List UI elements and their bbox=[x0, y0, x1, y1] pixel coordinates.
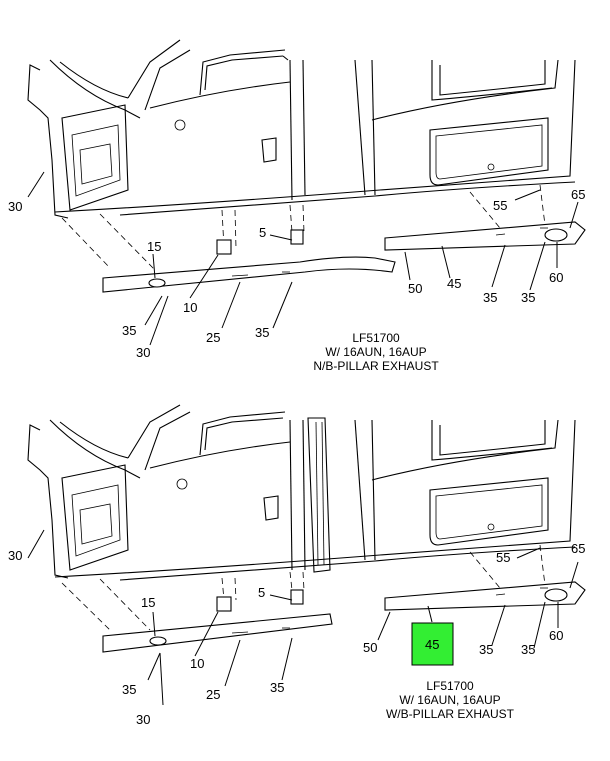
callout-50: 50 bbox=[363, 640, 377, 655]
rocker-trim-right-bottom bbox=[384, 581, 586, 611]
callout-35: 35 bbox=[521, 290, 535, 305]
caption-line: N/B-PILLAR EXHAUST bbox=[313, 359, 439, 373]
callout-25: 25 bbox=[206, 687, 220, 702]
callout-35: 35 bbox=[479, 642, 493, 657]
callout-30: 30 bbox=[8, 548, 22, 563]
rocker-trim-right-top bbox=[384, 221, 586, 251]
callout-25: 25 bbox=[206, 330, 220, 345]
highlight-box-45[interactable] bbox=[411, 622, 454, 666]
callout-35: 35 bbox=[255, 325, 269, 340]
callout-50: 50 bbox=[408, 281, 422, 296]
clip-5-bottom bbox=[290, 589, 304, 605]
callout-5: 5 bbox=[259, 225, 266, 240]
callout-5: 5 bbox=[258, 585, 265, 600]
callout-55: 55 bbox=[496, 550, 510, 565]
step-trim-strip-top bbox=[102, 256, 396, 293]
callout-35: 35 bbox=[483, 290, 497, 305]
leaders-bottom bbox=[27, 529, 579, 706]
caption-line: LF51700 bbox=[426, 679, 474, 693]
callout-15: 15 bbox=[147, 239, 161, 254]
callout-15: 15 bbox=[141, 595, 155, 610]
callouts-top: 30 15 10 5 25 35 35 30 55 65 50 45 35 35… bbox=[8, 187, 585, 360]
step-trim-strip-bottom bbox=[102, 613, 333, 653]
diagram-top: 30 15 10 5 25 35 35 30 55 65 50 45 35 35… bbox=[8, 39, 586, 373]
callout-30: 30 bbox=[8, 199, 22, 214]
leaders-top bbox=[27, 171, 579, 346]
diagram-bottom: 30 15 10 5 25 35 35 30 55 65 50 45 35 35… bbox=[8, 404, 586, 727]
assembly-lines-top bbox=[61, 184, 546, 271]
callout-65: 65 bbox=[571, 541, 585, 556]
clip-5-top bbox=[290, 229, 304, 245]
cab-body-top bbox=[27, 39, 576, 219]
callout-10: 10 bbox=[190, 656, 204, 671]
clip-10-bottom bbox=[216, 596, 232, 612]
callout-30: 30 bbox=[136, 345, 150, 360]
callout-35: 35 bbox=[521, 642, 535, 657]
callout-55: 55 bbox=[493, 198, 507, 213]
callout-60: 60 bbox=[549, 628, 563, 643]
cab-body-bottom bbox=[27, 404, 576, 581]
caption-top: LF51700 W/ 16AUN, 16AUP N/B-PILLAR EXHAU… bbox=[313, 331, 439, 373]
callout-65: 65 bbox=[571, 187, 585, 202]
assembly-lines-bottom bbox=[61, 544, 546, 631]
caption-line: W/B-PILLAR EXHAUST bbox=[386, 707, 515, 721]
callout-45-highlighted: 45 bbox=[425, 637, 439, 652]
callouts-bottom: 30 15 10 5 25 35 35 30 55 65 50 45 35 35… bbox=[8, 541, 585, 727]
caption-line: W/ 16AUN, 16AUP bbox=[325, 345, 426, 359]
callout-30: 30 bbox=[136, 712, 150, 727]
callout-10: 10 bbox=[183, 300, 197, 315]
clip-10-top bbox=[216, 239, 232, 255]
callout-45: 45 bbox=[447, 276, 461, 291]
callout-35: 35 bbox=[122, 323, 136, 338]
caption-line: LF51700 bbox=[352, 331, 400, 345]
caption-line: W/ 16AUN, 16AUP bbox=[399, 693, 500, 707]
callout-35: 35 bbox=[270, 680, 284, 695]
callout-35: 35 bbox=[122, 682, 136, 697]
callout-60: 60 bbox=[549, 270, 563, 285]
b-pillar-exhaust bbox=[307, 417, 331, 573]
caption-bottom: LF51700 W/ 16AUN, 16AUP W/B-PILLAR EXHAU… bbox=[386, 679, 515, 721]
